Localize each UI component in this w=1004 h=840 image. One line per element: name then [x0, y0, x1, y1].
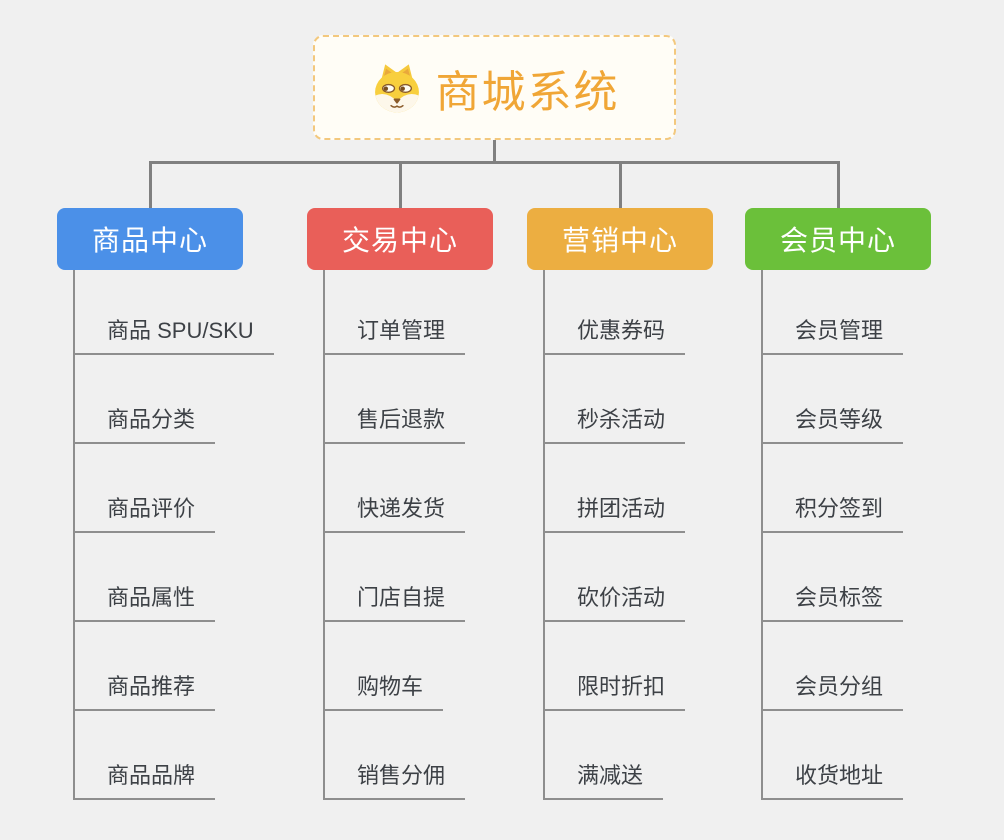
root-title: 商城系统 — [435, 67, 620, 117]
branch-node[interactable]: 营销中心 — [527, 208, 713, 270]
leaf-node[interactable]: 砍价活动 — [545, 533, 686, 622]
leaf-label: 优惠券码 — [577, 318, 666, 343]
branch-node[interactable]: 商品中心 — [57, 208, 243, 270]
connector-branch-drop — [836, 161, 840, 209]
leaf-label: 快递发货 — [357, 496, 446, 521]
leaf-node[interactable]: 商品 SPU/SKU — [75, 270, 274, 355]
connector-branch-drop — [398, 161, 402, 209]
leaf-node[interactable]: 满减送 — [545, 711, 664, 800]
connector-root-drop — [493, 139, 496, 164]
leaf-node[interactable]: 会员标签 — [763, 533, 904, 622]
connector-branch-drop — [618, 161, 622, 209]
leaf-label: 商品分类 — [107, 407, 196, 432]
leaf-label: 会员管理 — [795, 318, 884, 343]
leaf-label: 订单管理 — [357, 318, 446, 343]
branch-items: 订单管理售后退款快递发货门店自提购物车销售分佣 — [323, 270, 466, 800]
branch-items: 会员管理会员等级积分签到会员标签会员分组收货地址 — [761, 270, 904, 800]
branch-node[interactable]: 会员中心 — [745, 208, 931, 270]
leaf-label: 砍价活动 — [577, 585, 666, 610]
leaf-label: 售后退款 — [357, 407, 446, 432]
leaf-node[interactable]: 快递发货 — [325, 444, 466, 533]
leaf-label: 商品属性 — [107, 585, 196, 610]
dog-face-icon — [370, 61, 424, 115]
leaf-label: 购物车 — [357, 674, 424, 699]
leaf-node[interactable]: 会员管理 — [763, 270, 904, 355]
branch-column: 营销中心 优惠券码秒杀活动拼团活动砍价活动限时折扣满减送 — [527, 208, 747, 800]
connector-bus — [149, 161, 840, 164]
leaf-node[interactable]: 收货地址 — [763, 711, 904, 800]
leaf-node[interactable]: 商品品牌 — [75, 711, 216, 800]
branch-column: 会员中心 会员管理会员等级积分签到会员标签会员分组收货地址 — [745, 208, 965, 800]
leaf-node[interactable]: 商品推荐 — [75, 622, 216, 711]
leaf-label: 秒杀活动 — [577, 407, 666, 432]
root-node[interactable]: 商城系统 — [313, 35, 676, 140]
leaf-label: 满减送 — [577, 763, 644, 788]
branch-items: 优惠券码秒杀活动拼团活动砍价活动限时折扣满减送 — [543, 270, 686, 800]
leaf-label: 会员分组 — [795, 674, 884, 699]
leaf-node[interactable]: 会员等级 — [763, 355, 904, 444]
leaf-node[interactable]: 拼团活动 — [545, 444, 686, 533]
leaf-label: 商品 SPU/SKU — [107, 318, 254, 343]
branch-label: 商品中心 — [91, 225, 208, 256]
leaf-node[interactable]: 销售分佣 — [325, 711, 466, 800]
leaf-label: 会员等级 — [795, 407, 884, 432]
connector-branch-drop — [148, 161, 152, 209]
leaf-node[interactable]: 门店自提 — [325, 533, 466, 622]
leaf-label: 商品评价 — [107, 496, 196, 521]
branch-label: 交易中心 — [341, 225, 458, 256]
leaf-node[interactable]: 秒杀活动 — [545, 355, 686, 444]
leaf-node[interactable]: 积分签到 — [763, 444, 904, 533]
branch-items: 商品 SPU/SKU 商品分类商品评价商品属性商品推荐商品品牌 — [73, 270, 274, 800]
branch-node[interactable]: 交易中心 — [307, 208, 493, 270]
leaf-node[interactable]: 售后退款 — [325, 355, 466, 444]
leaf-node[interactable]: 会员分组 — [763, 622, 904, 711]
branch-column: 商品中心 商品 SPU/SKU 商品分类商品评价商品属性商品推荐商品品牌 — [57, 208, 277, 800]
leaf-label: 收货地址 — [795, 763, 884, 788]
leaf-label: 门店自提 — [357, 585, 446, 610]
leaf-label: 商品品牌 — [107, 763, 196, 788]
leaf-label: 商品推荐 — [107, 674, 196, 699]
leaf-label: 拼团活动 — [577, 496, 666, 521]
leaf-node[interactable]: 商品评价 — [75, 444, 216, 533]
leaf-node[interactable]: 购物车 — [325, 622, 444, 711]
leaf-node[interactable]: 订单管理 — [325, 270, 466, 355]
leaf-label: 销售分佣 — [357, 763, 446, 788]
branch-label: 会员中心 — [779, 225, 896, 256]
leaf-node[interactable]: 优惠券码 — [545, 270, 686, 355]
leaf-label: 限时折扣 — [577, 674, 666, 699]
leaf-node[interactable]: 商品属性 — [75, 533, 216, 622]
leaf-node[interactable]: 商品分类 — [75, 355, 216, 444]
leaf-node[interactable]: 限时折扣 — [545, 622, 686, 711]
branch-label: 营销中心 — [561, 225, 678, 256]
leaf-label: 积分签到 — [795, 496, 884, 521]
branch-column: 交易中心 订单管理售后退款快递发货门店自提购物车销售分佣 — [307, 208, 527, 800]
leaf-label: 会员标签 — [795, 585, 884, 610]
